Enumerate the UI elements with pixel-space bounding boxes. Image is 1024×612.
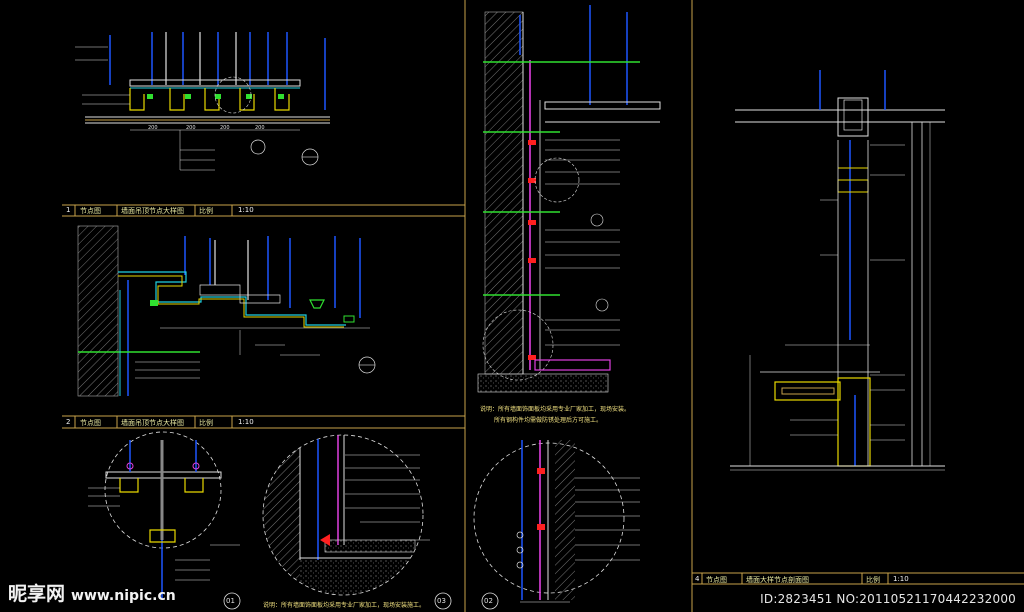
- image-id-stamp: ID:2823451 NO:20110521170442232000: [760, 592, 1016, 606]
- detail-bubble-03: [262, 434, 430, 596]
- panel-4-tag: 节点图: [706, 576, 727, 584]
- panel-1-number: 1: [66, 206, 71, 214]
- bubble-label-02: 02: [484, 597, 493, 605]
- detail-4-elevation: [730, 70, 945, 471]
- svg-text:200: 200: [220, 125, 230, 131]
- panel-1-scale-label: 比例: [199, 207, 213, 215]
- panel-1-scale: 1:10: [238, 206, 254, 214]
- panel-4-scale-label: 比例: [866, 576, 880, 584]
- panel-4-scale: 1:10: [893, 575, 909, 583]
- sheet-frame: [62, 0, 1024, 612]
- detail-bubble-01: [88, 431, 240, 600]
- logo-text-url: www.nipic.cn: [71, 588, 176, 604]
- panel-1-title: 墙面吊顶节点大样图: [121, 207, 184, 215]
- svg-text:200: 200: [255, 125, 265, 131]
- detail-2-wall-ceiling: [77, 225, 376, 397]
- note-bottom: 说明：所有墙面饰面板均采用专业厂家加工，现场安装施工。: [263, 602, 426, 609]
- svg-text:200: 200: [148, 125, 158, 131]
- bubble-label-03: 03: [437, 597, 446, 605]
- logo-text-cn: 昵享网: [8, 583, 66, 605]
- panel-2-title: 墙面吊顶节点大样图: [121, 419, 184, 427]
- panel-2-tag: 节点图: [80, 419, 101, 427]
- note-middle-2: 所有钢构件均需做防锈处理后方可施工。: [494, 417, 603, 424]
- detail-3-wall-section: [477, 5, 661, 393]
- panel-2-scale: 1:10: [238, 418, 254, 426]
- panel-4-title: 墙面大样节点剖面图: [746, 576, 809, 584]
- panel-1-tag: 节点图: [80, 207, 101, 215]
- watermark-logo: 昵享网 www.nipic.cn: [8, 579, 176, 606]
- bubble-label-01: 01: [226, 597, 235, 605]
- detail-bubble-markers: [223, 592, 499, 610]
- panel-4-number: 4: [695, 575, 700, 583]
- detail-bubble-02: [473, 440, 640, 603]
- note-middle-1: 说明：所有墙面饰面板均采用专业厂家加工，现场安装。: [480, 406, 631, 413]
- detail-1-ceiling: 200 200 200 200: [75, 32, 330, 171]
- panel-2-scale-label: 比例: [199, 419, 213, 427]
- panel-2-number: 2: [66, 418, 71, 426]
- svg-text:200: 200: [186, 125, 196, 131]
